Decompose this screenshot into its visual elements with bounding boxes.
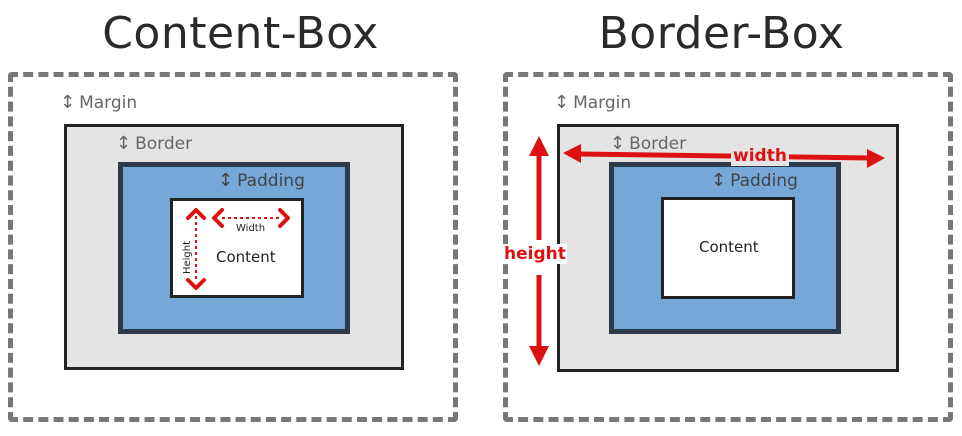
content-box-content-label: Content	[216, 248, 276, 266]
border-box-margin-label: ↕Margin	[554, 92, 632, 113]
content-box-margin-label: ↕Margin	[60, 92, 138, 113]
border-box-dimension-arrows	[529, 136, 885, 366]
border-box-width-label: width	[731, 146, 789, 166]
width-arrowhead-left	[563, 144, 581, 163]
content-box-border-label: ↕Border	[116, 133, 193, 154]
width-arrowhead-right	[867, 149, 885, 168]
border-box-border-label: ↕Border	[610, 133, 687, 154]
border-box-content-label: Content	[699, 238, 759, 256]
content-box-dimension-arrows	[186, 208, 290, 290]
height-arrowhead-bottom	[186, 278, 206, 290]
content-box-padding-label: ↕Padding	[218, 170, 305, 191]
vertical-resize-icon: ↕	[610, 133, 626, 154]
vertical-resize-icon: ↕	[554, 92, 570, 113]
border-box-height-label: height	[503, 244, 567, 264]
border-box-padding-label: ↕Padding	[711, 170, 798, 191]
height-arrowhead-top	[529, 136, 549, 156]
border-box-title: Border-Box	[598, 8, 845, 59]
height-arrowhead-bottom	[529, 346, 549, 366]
vertical-resize-icon: ↕	[711, 170, 727, 191]
width-arrowhead-right	[278, 208, 290, 228]
content-box-width-label: Width	[236, 223, 266, 234]
height-arrowhead-top	[186, 208, 206, 220]
content-box-margin-area	[8, 72, 458, 422]
vertical-resize-icon: ↕	[60, 92, 76, 113]
content-box-title: Content-Box	[102, 8, 379, 59]
content-box-panel: Content-Box ↕Margin ↕Border ↕Padding Con…	[8, 8, 458, 422]
width-dimension-line	[576, 151, 872, 161]
vertical-resize-icon: ↕	[116, 133, 132, 154]
vertical-resize-icon: ↕	[218, 170, 234, 191]
border-box-panel: Border-Box ↕Margin ↕Border ↕Padding Cont…	[481, 0, 962, 436]
border-box-content-area	[661, 197, 795, 299]
width-arrowhead-left	[212, 208, 224, 228]
